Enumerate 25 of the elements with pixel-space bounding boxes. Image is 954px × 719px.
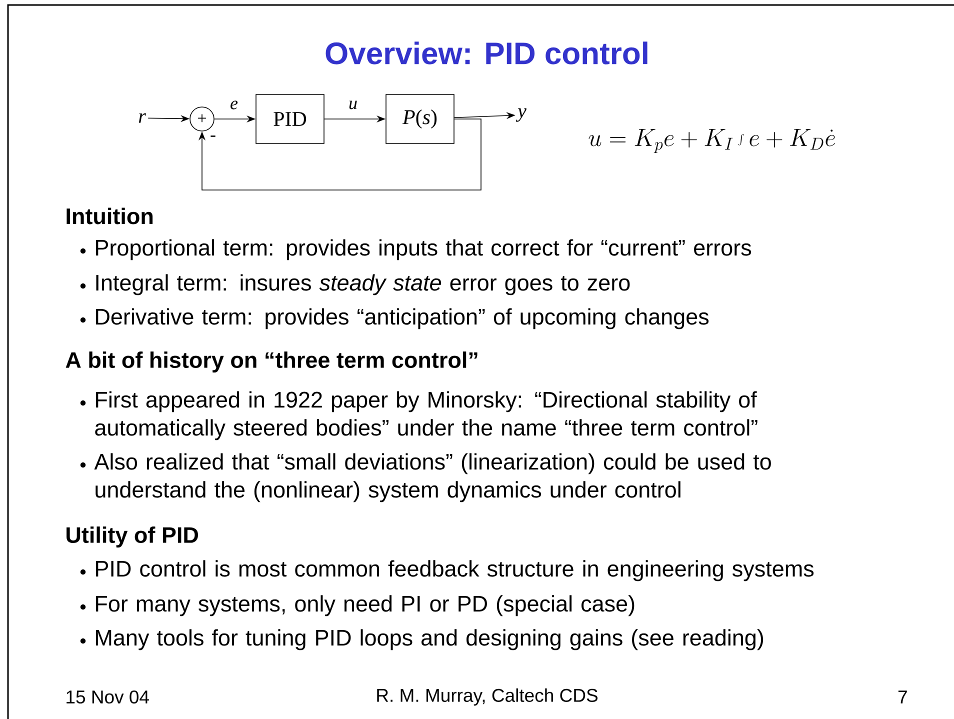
edge-label: u (349, 100, 357, 110)
arrow (198, 118, 482, 190)
block-box: P(s) (386, 94, 454, 144)
bullet-text: Integral term: insures steady state error goes to zero (96, 274, 630, 296)
bullet-text: Derivative term: provides “anticipation” of upcoming changes (96, 308, 709, 330)
bullet-text: First appeared in 1922 paper by Minorsky: “Directional stability of automatically steered bodies” under the name “three term control” (95, 391, 758, 440)
footer-text: 15 Nov 04 (66, 690, 149, 704)
section-heading: Utility of PID (66, 526, 198, 548)
edge-label: e (230, 100, 238, 110)
signal-label: y (516, 108, 526, 122)
signal-label: r (138, 113, 146, 123)
bullet-text: Proportional term: provides inputs that correct for “current” errors (96, 239, 752, 260)
summing-junction: + (190, 106, 214, 132)
title: Overview: PID control (326, 42, 648, 64)
footer-text: 7 (898, 690, 907, 704)
block-box: PID (256, 94, 324, 144)
footer-text: R. M. Murray, Caltech CDS (377, 688, 598, 706)
bullet-text: Many tools for tuning PID loops and designing gains (see reading) (96, 629, 764, 650)
edge-label: - (210, 136, 216, 137)
bullet-text: For many systems, only need PI or PD (special case) (96, 595, 634, 616)
section-heading: A bit of history on “three term control” (66, 352, 478, 372)
bullet-text: Also realized that “small deviations” (linearization) could be used to understand the (nonlinear) system dynamics under control (94, 453, 771, 502)
bullet-text: PID control is most common feedback structure in engineering systems (96, 560, 814, 582)
section-heading: Intuition (66, 208, 153, 224)
equation: $u = K_p e + K_I \int e + K_D \dot{e}$ (588, 128, 836, 154)
